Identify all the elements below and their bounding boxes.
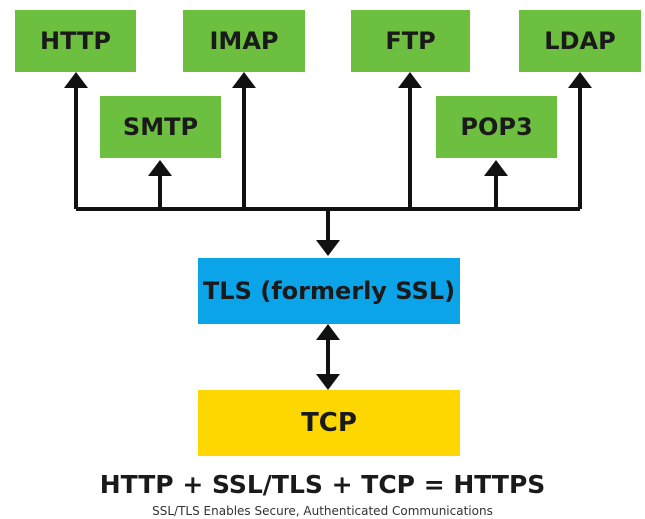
arrowhead-tls-down xyxy=(316,240,340,256)
ftp-box: FTP xyxy=(351,10,470,72)
diagram-caption: SSL/TLS Enables Secure, Authenticated Co… xyxy=(152,504,493,518)
arrowhead-tls-up xyxy=(316,324,340,340)
tls-label: TLS (formerly SSL) xyxy=(202,277,456,305)
pop3-label: POP3 xyxy=(460,113,533,141)
arrowhead-smtp xyxy=(148,160,172,176)
ftp-label: FTP xyxy=(385,27,436,55)
arrowhead-ldap xyxy=(568,72,592,88)
http-box: HTTP xyxy=(15,10,136,72)
arrowhead-ftp xyxy=(398,72,422,88)
arrowhead-imap xyxy=(232,72,256,88)
ldap-label: LDAP xyxy=(544,27,616,55)
tls-box: TLS (formerly SSL) xyxy=(198,258,460,324)
smtp-box: SMTP xyxy=(100,96,221,158)
imap-label: IMAP xyxy=(209,27,279,55)
tcp-box: TCP xyxy=(198,390,460,456)
tcp-label: TCP xyxy=(301,408,357,438)
https-equation: HTTP + SSL/TLS + TCP = HTTPS xyxy=(99,470,546,499)
imap-box: IMAP xyxy=(183,10,305,72)
arrowhead-http xyxy=(64,72,88,88)
arrowhead-tcp-down xyxy=(316,374,340,390)
http-label: HTTP xyxy=(40,27,111,55)
smtp-label: SMTP xyxy=(122,113,199,141)
arrowhead-pop3 xyxy=(484,160,508,176)
pop3-box: POP3 xyxy=(436,96,557,158)
ldap-box: LDAP xyxy=(519,10,641,72)
